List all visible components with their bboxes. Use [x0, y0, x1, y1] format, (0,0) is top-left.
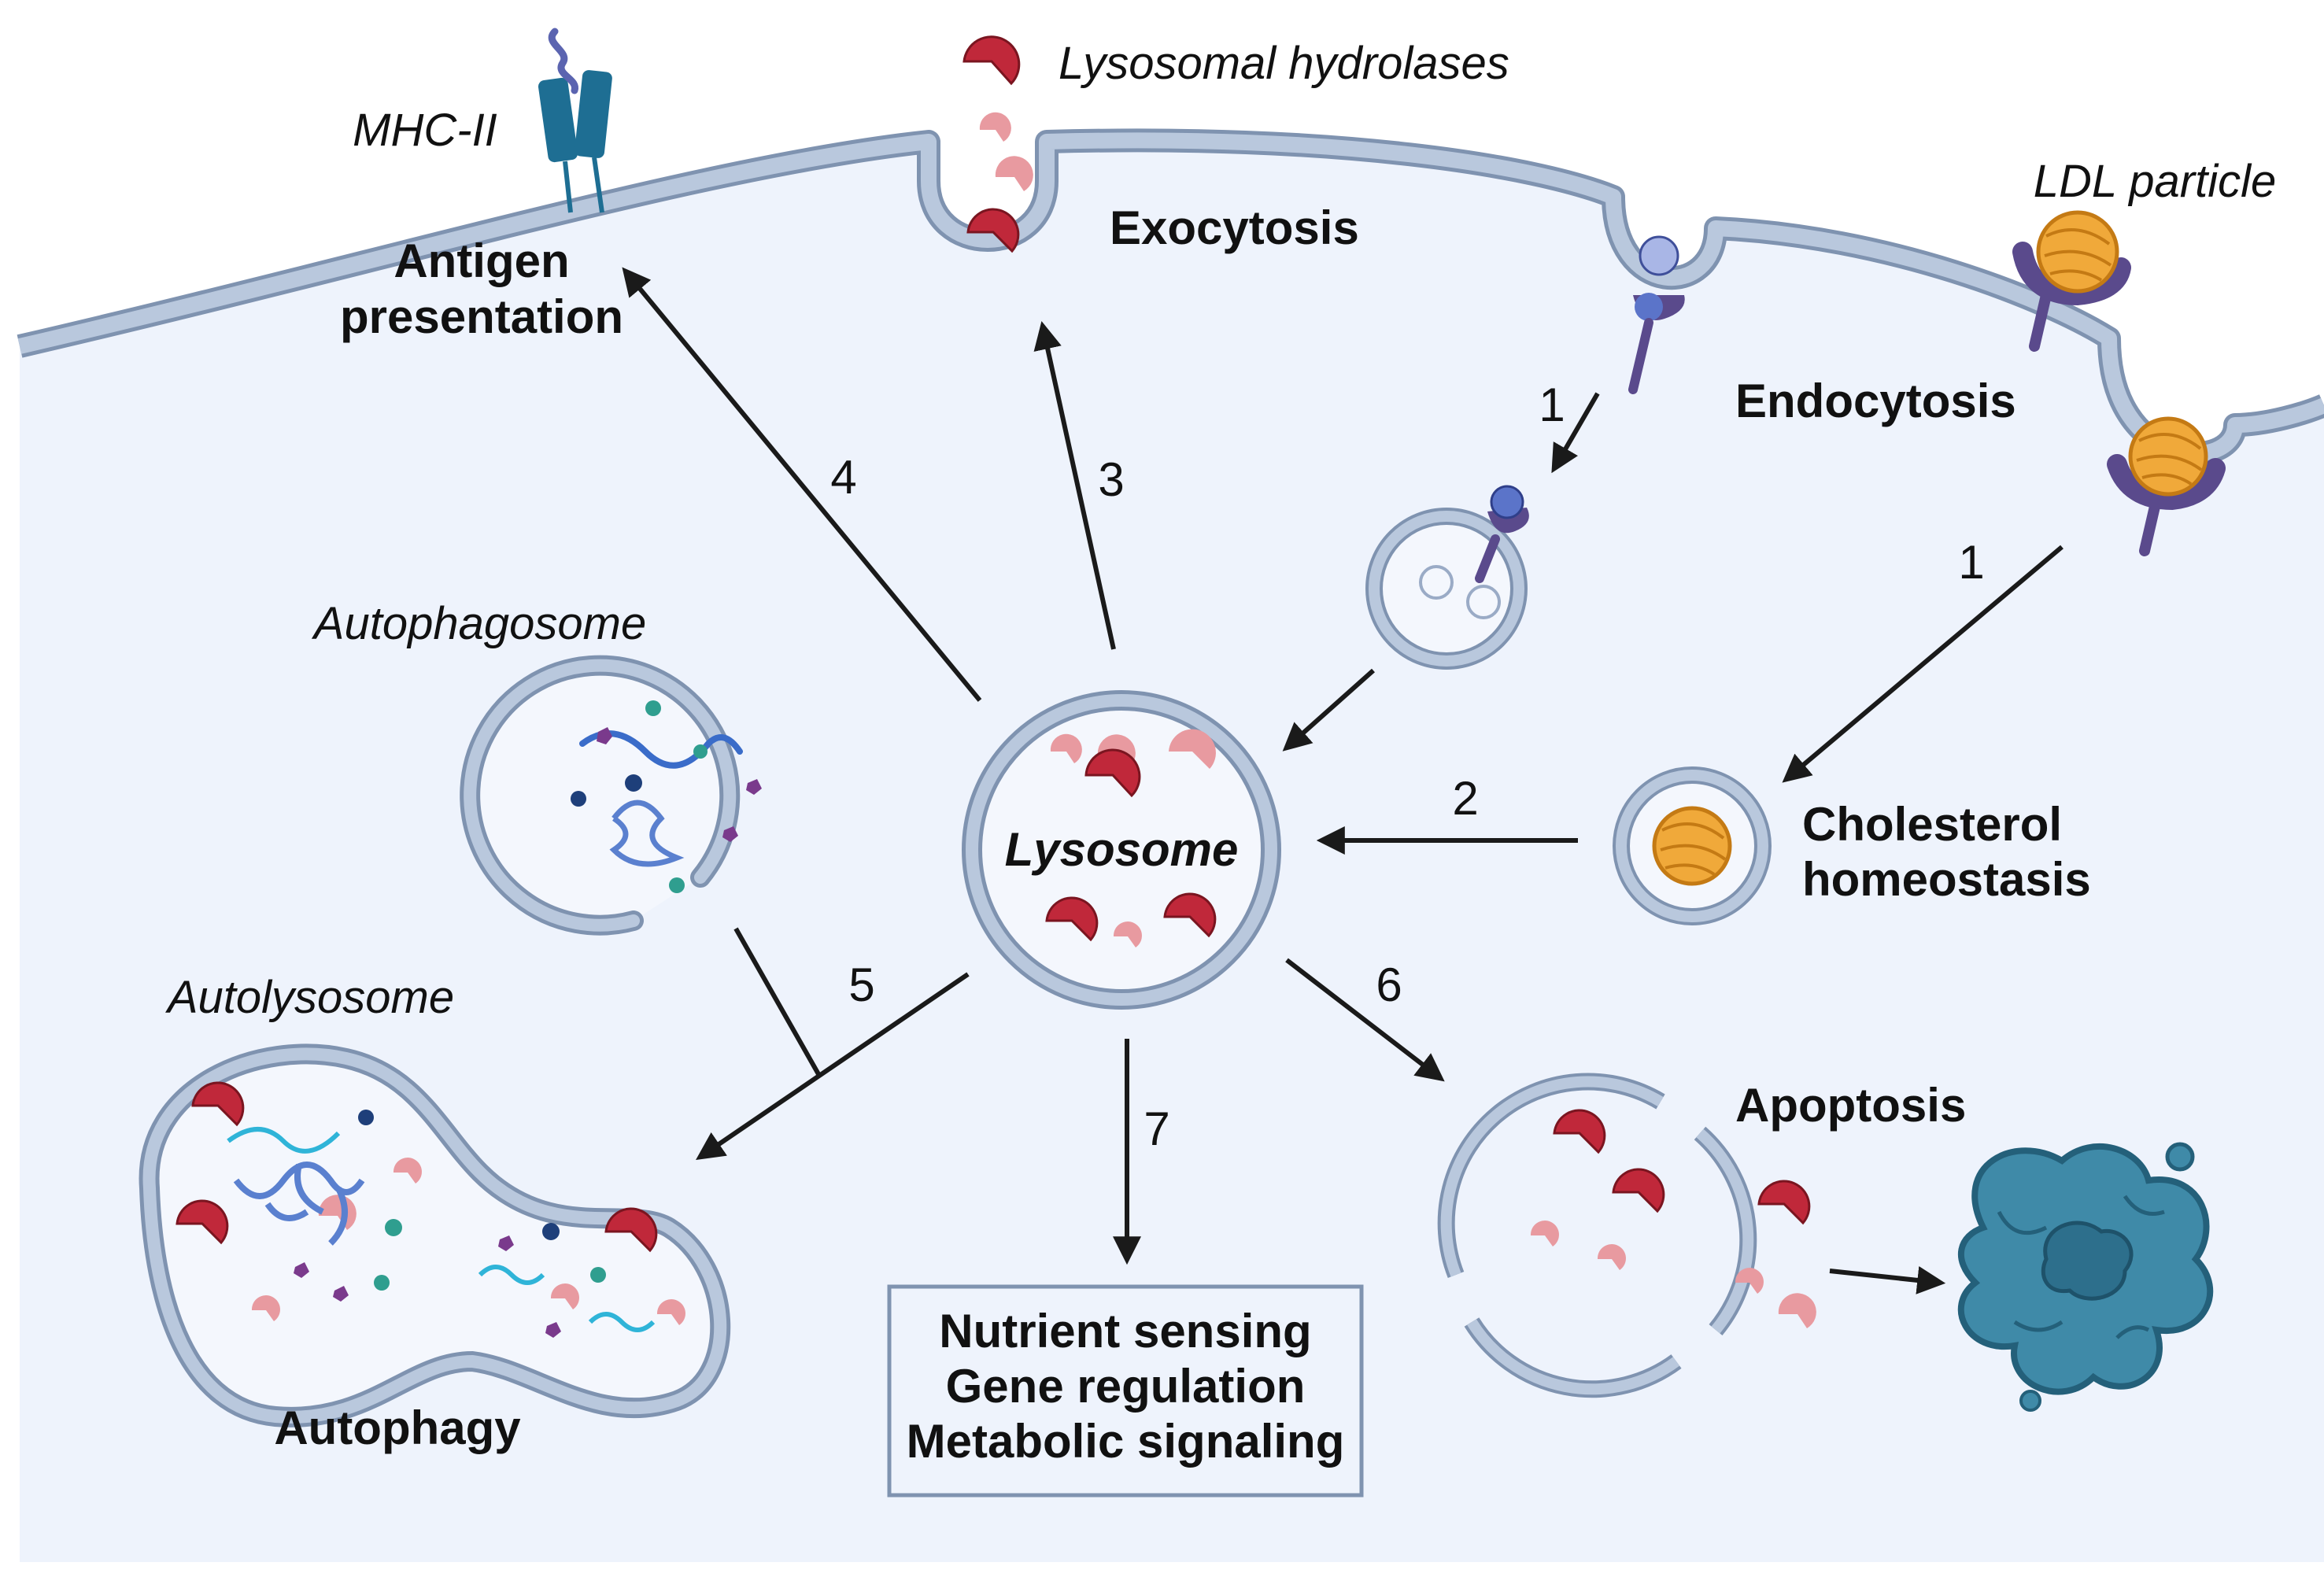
antigen-label-line1: Antigen: [393, 235, 569, 287]
cholesterol-vesicle: [1613, 766, 1772, 925]
step-5: 5: [848, 958, 874, 1011]
arrow-5-autophagosome-branch: [733, 927, 821, 1076]
cholesterol-label-line1: Cholesterol: [1802, 798, 2062, 851]
autolysosome-organelle: [139, 1043, 731, 1427]
autophagosome-label: Autophagosome: [312, 598, 646, 649]
ldl-particle-internalized-icon: [2107, 416, 2226, 556]
autophagy-label: Autophagy: [274, 1402, 521, 1454]
arrow-1-endocytosis: [1551, 392, 1600, 474]
ldl-particle-icon: [2012, 210, 2131, 352]
arrow-3-exocytosis: [1033, 320, 1116, 650]
apoptotic-cell-icon: [1957, 1142, 2214, 1412]
endosome-vesicle: [1365, 485, 1529, 670]
arrow-hydrolases-to-cell: [1829, 1266, 1946, 1294]
arrow-4-antigen: [622, 267, 982, 702]
arrow-5-autophagy: [696, 972, 970, 1161]
autophagosome-organelle: [460, 655, 762, 936]
arrow-6-apoptosis: [1285, 958, 1445, 1082]
lysosome-organelle: [962, 690, 1281, 1010]
plasma-membrane: [17, 128, 2324, 466]
antigen-label-line2: presentation: [340, 290, 623, 343]
cholesterol-label-line2: homeostasis: [1802, 853, 2091, 906]
released-hydrolases: [1735, 1180, 1816, 1328]
mhc-ii-label: MHC-II: [353, 105, 497, 156]
signaling-label-line3: Metabolic signaling: [907, 1415, 1345, 1468]
signaling-box: [887, 1284, 1364, 1498]
ruptured-lysosome: [1437, 1073, 1757, 1398]
arrow-endosome-to-lysosome: [1282, 668, 1375, 752]
exocytosis-hydrolases: [962, 35, 1033, 253]
step-1-ldl: 1: [1958, 536, 1984, 589]
step-3: 3: [1098, 453, 1124, 506]
endocytosis-label: Endocytosis: [1735, 375, 2016, 427]
endocytosis-receptor-icon: [1628, 235, 1685, 394]
hydrolases-label: Lysosomal hydrolases: [1059, 38, 1509, 89]
arrows: [622, 267, 2064, 1294]
step-7: 7: [1144, 1102, 1169, 1155]
autolysosome-label: Autolysosome: [165, 972, 454, 1023]
step-4: 4: [830, 451, 856, 504]
signaling-label-line2: Gene regulation: [946, 1360, 1306, 1413]
signaling-label-line1: Nutrient sensing: [939, 1305, 1311, 1357]
step-1-endocytosis: 1: [1539, 379, 1565, 431]
ldl-particle-label: LDL particle: [2034, 156, 2276, 207]
lysosome-label: Lysosome: [1005, 823, 1239, 876]
mhc-ii-icon: [538, 28, 612, 213]
exocytosis-label: Exocytosis: [1110, 201, 1359, 254]
apoptosis-label: Apoptosis: [1735, 1079, 1966, 1132]
step-6: 6: [1376, 958, 1402, 1011]
step-2: 2: [1452, 772, 1478, 825]
arrow-1-ldl: [1782, 545, 2064, 783]
